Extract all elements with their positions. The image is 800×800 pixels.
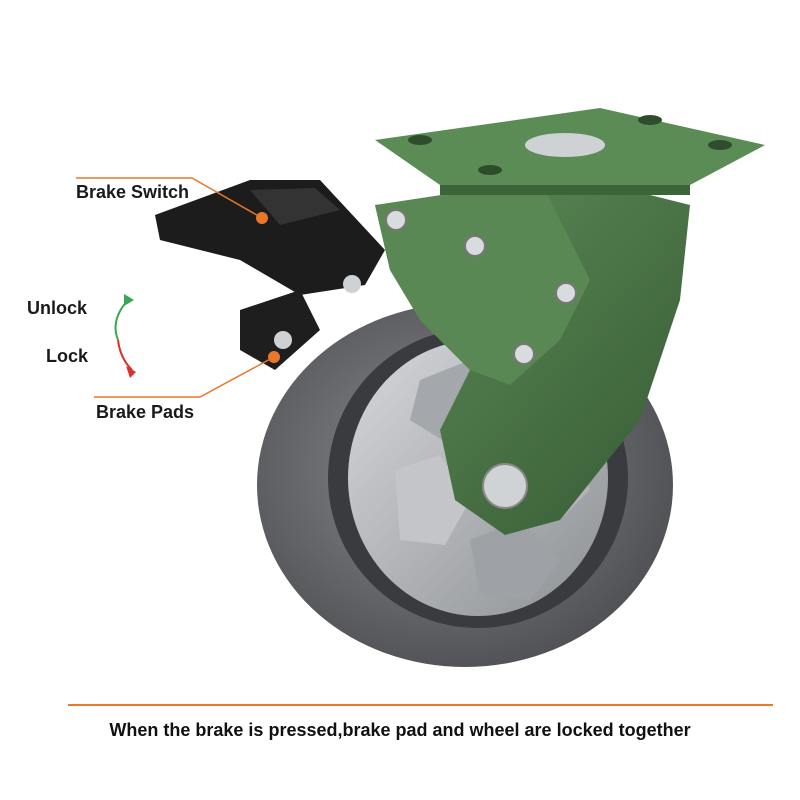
brake-pads-callout <box>94 351 280 398</box>
brake-lever <box>155 180 385 370</box>
brake-switch-label: Brake Switch <box>76 182 190 202</box>
caption: When the brake is pressed,brake pad and … <box>109 720 691 740</box>
unlock-label: Unlock <box>27 298 88 318</box>
brake-pads-label: Brake Pads <box>96 402 195 422</box>
lock-label: Lock <box>46 346 89 366</box>
brake-switch-callout <box>76 177 268 224</box>
unlock-lock-arrows <box>114 294 136 378</box>
divider <box>68 704 773 706</box>
swivel-fork <box>375 180 690 535</box>
top-plate <box>375 108 765 195</box>
